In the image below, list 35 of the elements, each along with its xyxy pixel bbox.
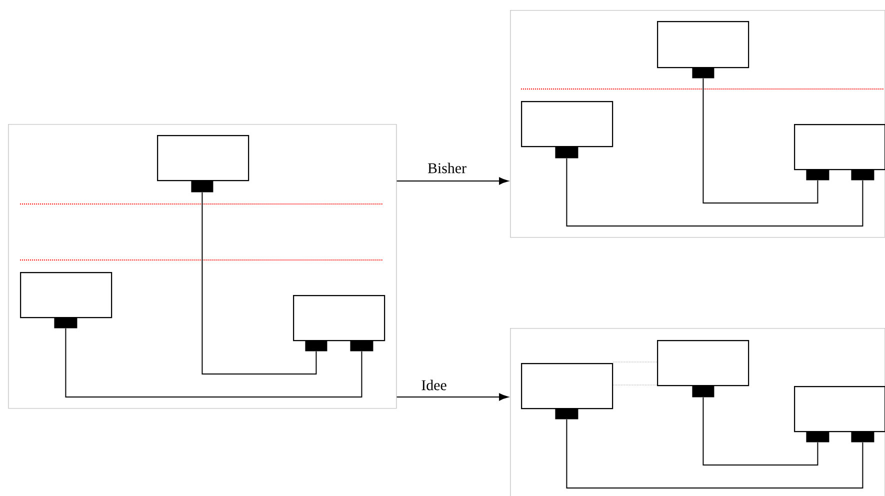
port-block [851, 169, 874, 180]
wire [202, 192, 317, 374]
device-box [657, 340, 750, 386]
port-block [692, 385, 714, 398]
device-box [657, 21, 750, 68]
port-block [54, 317, 78, 328]
wire [566, 418, 864, 488]
port-block [851, 431, 874, 442]
device-box [794, 386, 885, 432]
panel-frame [8, 124, 397, 409]
device-box [157, 135, 250, 182]
port-block [806, 431, 830, 442]
wire [566, 158, 864, 226]
device-box [521, 363, 614, 410]
arrow [396, 177, 508, 185]
port-block [806, 169, 830, 180]
port-block [350, 340, 374, 352]
port-block [692, 67, 714, 78]
port-block [555, 408, 578, 420]
device-box [20, 272, 112, 318]
wire [702, 396, 818, 466]
panel-frame [510, 328, 885, 496]
device-box [293, 295, 386, 342]
device-box [794, 124, 885, 170]
dotted-link [612, 384, 658, 386]
wire [65, 328, 362, 398]
arrow [396, 393, 508, 401]
port-block [555, 146, 578, 158]
port-block [305, 340, 328, 352]
port-block [191, 180, 214, 192]
panel-frame [510, 10, 885, 238]
wire [702, 78, 818, 204]
device-box [521, 101, 614, 148]
edge-label: Bisher [428, 162, 466, 174]
edge-label: Idee [422, 380, 446, 390]
